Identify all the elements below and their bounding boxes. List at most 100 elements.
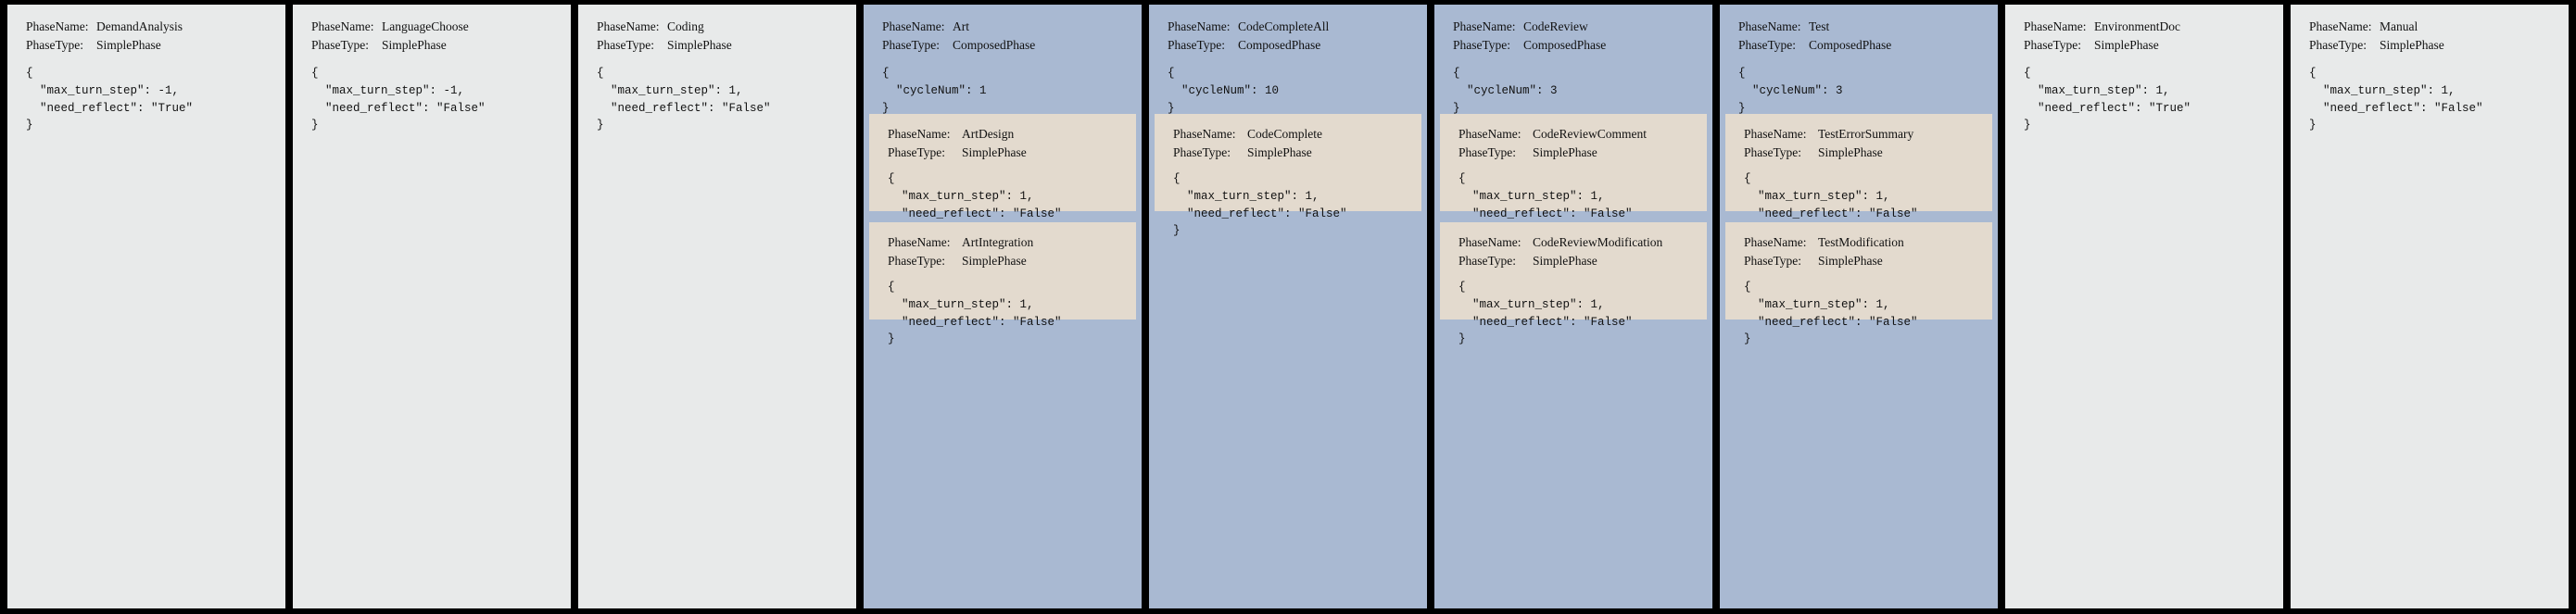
phase-config-json: { "max_turn_step": 1, "need_reflect": "F… xyxy=(1744,172,1918,237)
phase-type-value: SimplePhase xyxy=(1818,144,1883,159)
phase-type-value: SimplePhase xyxy=(1533,144,1597,159)
phase-type-value: SimplePhase xyxy=(382,37,447,52)
phase-type-value: SimplePhase xyxy=(962,144,1027,159)
phase-name-key-row: PhaseName:LanguageChoose xyxy=(311,18,556,36)
phase-type-key: PhaseType: xyxy=(1458,253,1517,268)
phase-config-json: { "max_turn_step": -1, "need_reflect": "… xyxy=(26,67,194,132)
phase-type-key-row: PhaseType: SimplePhase xyxy=(311,36,556,55)
phase-config-json: { "max_turn_step": 1, "need_reflect": "F… xyxy=(597,67,771,132)
phase-type-key: PhaseType: xyxy=(597,37,655,52)
phase-type-key: PhaseType: xyxy=(311,37,370,52)
phase-type-key: PhaseType: xyxy=(882,37,941,52)
phase-type-value: ComposedPhase xyxy=(1238,37,1321,52)
phase-type-key: PhaseType: xyxy=(1453,37,1511,52)
phase-name-value: Manual xyxy=(2380,19,2418,33)
phase-type-key: PhaseType: xyxy=(1168,37,1226,52)
phase-name-key: PhaseName: xyxy=(597,19,660,33)
phase-name-key: PhaseName: xyxy=(2309,19,2372,33)
phase-type-key: PhaseType: xyxy=(2024,37,2082,52)
phase-name-value: EnvironmentDoc xyxy=(2094,19,2180,33)
phase-type-key-row: PhaseType:SimplePhase xyxy=(888,144,1121,162)
sub-phase-spacer xyxy=(1149,222,1427,597)
phase-type-key-row: PhaseType:SimplePhase xyxy=(1173,144,1407,162)
phase-type-key-row: PhaseType:SimplePhase xyxy=(2309,36,2554,55)
phase-name-value: Coding xyxy=(667,19,704,33)
phase-type-key-row: PhaseType: SimplePhase xyxy=(1458,144,1692,162)
phase-type-key: PhaseType: xyxy=(1744,144,1802,159)
phase-type-value: SimplePhase xyxy=(2094,37,2159,52)
phase-type-key-row: PhaseType: SimplePhase xyxy=(2024,36,2268,55)
phase-name-value: TestModification xyxy=(1818,235,1904,249)
phase-name-key: PhaseName: xyxy=(1744,235,1807,249)
phase-name-key: PhaseName: xyxy=(882,19,945,33)
phase-name-value: Test xyxy=(1809,19,1830,33)
phase-type-key: PhaseType: xyxy=(1173,144,1231,159)
phase-config-json: { "max_turn_step": 1, "need_reflect": "F… xyxy=(888,281,1062,346)
phase-type-value: SimplePhase xyxy=(2380,37,2444,52)
phase-name-key: PhaseName: xyxy=(26,19,89,33)
phase-name-key-row: PhaseName: CodeReview xyxy=(1453,18,1698,36)
phase-config-json: { "max_turn_step": -1, "need_reflect": "… xyxy=(311,67,486,132)
phase-name-key: PhaseName: xyxy=(888,235,951,249)
phase-name-key-row: PhaseName:EnvironmentDoc xyxy=(2024,18,2268,36)
sub-phase-spacer xyxy=(1720,331,1998,597)
phase-name-value: CodeReview xyxy=(1523,19,1588,33)
phase-name-value: DemandAnalysis xyxy=(96,19,183,33)
phase-type-key: PhaseType: xyxy=(1458,144,1517,159)
phase-config-json: { "max_turn_step": 1, "need_reflect": "F… xyxy=(1744,281,1918,346)
phase-config-json: { "max_turn_step": 1, "need_reflect": "T… xyxy=(2024,67,2191,132)
phase-type-key-row: PhaseType: SimplePhase xyxy=(1744,144,1977,162)
phase-type-value: ComposedPhase xyxy=(953,37,1036,52)
phase-type-key-row: PhaseType:ComposedPhase xyxy=(1738,36,1983,55)
phase-name-key: PhaseName: xyxy=(311,19,374,33)
phase-name-value: CodeReviewComment xyxy=(1533,127,1647,141)
phase-name-key-row: PhaseName:CodeComplete xyxy=(1173,125,1407,144)
phase-name-key: PhaseName: xyxy=(1453,19,1516,33)
phase-name-key-row: PhaseName:CodeReviewComment xyxy=(1458,125,1692,144)
phase-name-key-row: PhaseName: Manual xyxy=(2309,18,2554,36)
phase-type-key: PhaseType: xyxy=(26,37,84,52)
phase-name-key-row: PhaseName:Test xyxy=(1738,18,1983,36)
phase-config-json: { "cycleNum": 3 } xyxy=(1453,67,1558,115)
phase-config-json: { "cycleNum": 10 } xyxy=(1168,67,1280,115)
phase-config-json: { "cycleNum": 3 } xyxy=(1738,67,1843,115)
phase-type-value: SimplePhase xyxy=(1818,253,1883,268)
phase-config-json: { "max_turn_step": 1, "need_reflect": "F… xyxy=(1458,281,1633,346)
phase-name-key-row: PhaseName: DemandAnalysis xyxy=(26,18,271,36)
phase-name-value: ArtDesign xyxy=(962,127,1015,141)
phase-type-key: PhaseType: xyxy=(1744,253,1802,268)
phase-name-key-row: PhaseName: Coding xyxy=(597,18,841,36)
phase-type-value: SimplePhase xyxy=(962,253,1027,268)
